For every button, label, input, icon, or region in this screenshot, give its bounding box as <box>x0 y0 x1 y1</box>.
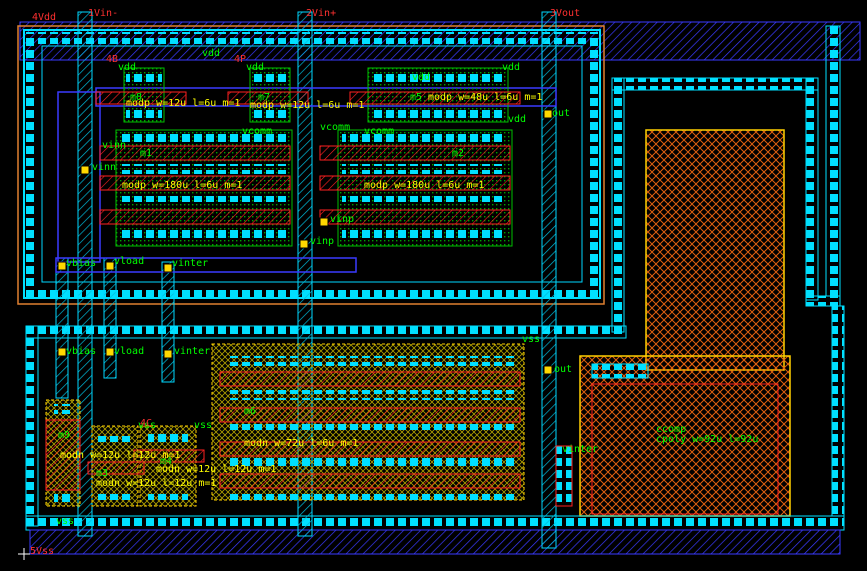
m3-name-label: m3 <box>96 468 108 479</box>
m6-params-label: modn w=72u l=6u m=1 <box>244 438 358 449</box>
m9-params-label: modn w=12u l=12u m=1 <box>60 450 180 461</box>
top-guard-ring-right <box>586 32 598 298</box>
pin-vin-plus-label[interactable]: 2Vin+ <box>306 8 336 19</box>
pin-vdd-label[interactable]: 4Vdd <box>32 12 56 23</box>
m3-device[interactable] <box>87 425 145 507</box>
node-4C-label: 4C <box>140 418 152 429</box>
m7-device[interactable] <box>227 67 309 123</box>
bottom-right-guard-vertical <box>831 305 845 517</box>
net-vbias-label-2: vbias <box>66 346 96 357</box>
m4-name-label: m4 <box>160 456 172 467</box>
vinter-wire <box>161 261 175 383</box>
net-vdd-label-1: vdd <box>202 48 220 59</box>
bottom-guard-ring-left <box>25 325 39 527</box>
ccomp-poly-outline <box>591 383 779 515</box>
pin-markers <box>57 109 553 375</box>
right-guard-vertical <box>825 25 841 297</box>
net-vinn-label-1: vinn <box>102 140 126 151</box>
m6-device[interactable] <box>211 343 525 501</box>
net-vinp-label-2: vinp <box>330 214 354 225</box>
net-vdd-label-2: vdd <box>118 62 136 73</box>
vss-metal-bus <box>25 515 845 531</box>
net-vdd-label-5: vdd <box>508 114 526 125</box>
net-vbias-label-1: vbias <box>66 258 96 269</box>
net-vinter-label-2: vinter <box>174 346 210 357</box>
net-vss-label-1: vss <box>522 334 540 345</box>
m6-name-label: m6 <box>244 406 256 417</box>
middle-guard-vertical <box>611 77 625 333</box>
m5-name-label: m5 <box>410 92 422 103</box>
net-vss-label-4: vss <box>56 516 74 527</box>
node-4P-label: 4P <box>234 54 246 65</box>
m4-params-label: modn w=12u l=12u m=1 <box>156 464 276 475</box>
pin-vout-label[interactable]: 3Vout <box>550 8 580 19</box>
net-vss-label-2: vss <box>138 420 156 431</box>
bias-route <box>55 257 357 273</box>
pin-vss-label[interactable]: 5Vss <box>30 546 54 557</box>
m5-params-label: modp w=48u l=6u m=1 <box>428 92 542 103</box>
vload-wire <box>103 257 117 379</box>
net-vinter-label-3: vinter <box>562 444 598 455</box>
m1-params-label: modp w=180u l=6u m=1 <box>122 180 242 191</box>
m8-params-label: modp w=12u l=6u m=1 <box>126 98 240 109</box>
m1-name-label: m1 <box>140 148 152 159</box>
vss-metal2-bus <box>29 529 841 555</box>
net-vdd-label-4: vdd <box>502 62 520 73</box>
net-vload-label-1: vload <box>114 256 144 267</box>
pin-vin-minus-label[interactable]: 1Vin- <box>88 8 118 19</box>
net-vdd-label-3: vdd <box>246 62 264 73</box>
net-vss-label-3: vss <box>194 420 212 431</box>
net-vcomm-label-3: vcomm <box>364 126 394 137</box>
m7-name-label: m7 <box>258 92 270 103</box>
m3-params-label: modn w=12u l=12u m=1 <box>96 478 216 489</box>
net-out-label-1: out <box>552 108 570 119</box>
top-guard-ring-left <box>26 32 38 298</box>
vinter-contact-column <box>555 445 573 507</box>
m8-device[interactable] <box>95 67 187 123</box>
middle-guard-top <box>611 77 819 91</box>
ccomp-out-contacts <box>591 363 649 379</box>
m2-name-label: m2 <box>452 148 464 159</box>
node-4B-label: 4B <box>106 54 118 65</box>
net-vload-label-2: vload <box>114 346 144 357</box>
net-vinter-label-1: vinter <box>172 258 208 269</box>
net-vdd-label-6: vdd <box>412 72 430 83</box>
ccomp-poly-top-plate[interactable] <box>645 129 785 371</box>
net-vcomm-label-1: vcomm <box>242 126 272 137</box>
vin-minus-wire[interactable] <box>77 11 93 537</box>
vout-wire[interactable] <box>541 11 557 549</box>
vbias-wire <box>55 257 69 399</box>
net-vinp-label-1: vinp <box>310 236 334 247</box>
m2-device[interactable] <box>319 129 513 247</box>
m2-params-label: modp w=180u l=6u m=1 <box>364 180 484 191</box>
m7-params-label: modp w=12u l=6u m=1 <box>250 100 364 111</box>
ccomp-params-label: cpoly w=92u l=92u <box>656 434 758 445</box>
m9-name-label: m9 <box>58 430 70 441</box>
m4-device[interactable] <box>133 425 205 507</box>
m8-name-label: m8 <box>130 92 142 103</box>
net-vcomm-label-2: vcomm <box>320 122 350 133</box>
m9-device[interactable] <box>45 399 81 507</box>
origin-cursor-icon <box>18 548 30 560</box>
right-guard-notch <box>805 295 841 307</box>
net-out-label-2: out <box>554 364 572 375</box>
net-vinn-label-2: vinn <box>92 162 116 173</box>
m5-device[interactable] <box>349 67 521 123</box>
m1-device[interactable] <box>99 129 293 247</box>
middle-guard-right <box>805 77 819 301</box>
ccomp-name-label: ccomp <box>656 424 686 435</box>
